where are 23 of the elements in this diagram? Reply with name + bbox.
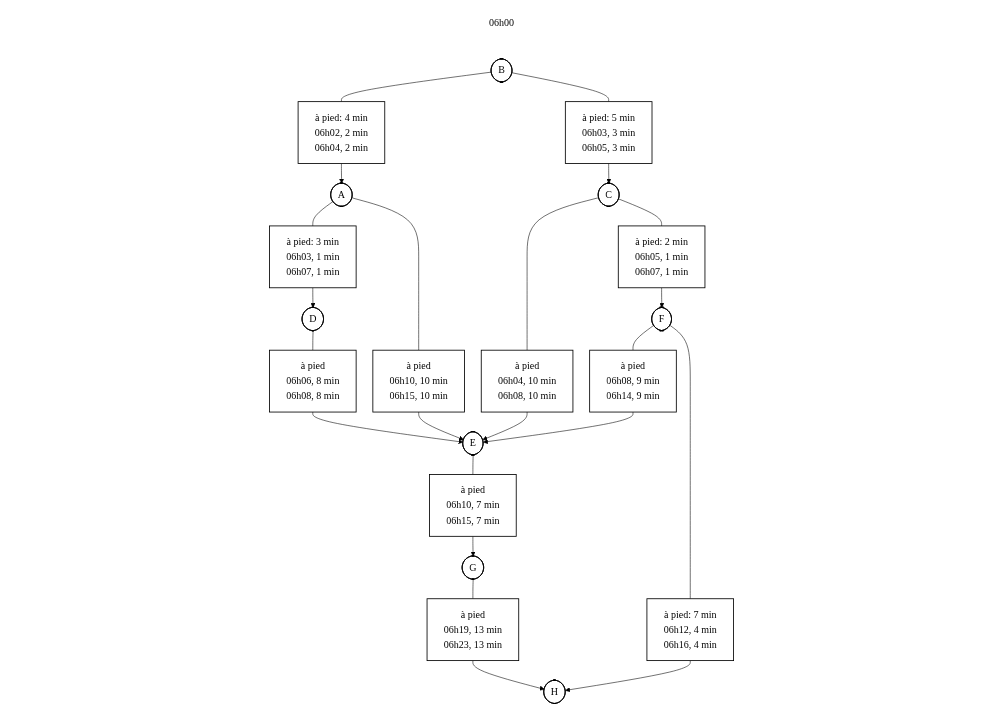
connector bbox=[351, 197, 419, 351]
node-box: à pied 06h08, 9 min 06h14, 9 min bbox=[589, 349, 677, 413]
connector bbox=[632, 325, 654, 351]
node-box: à pied: 7 min 06h12, 4 min 06h16, 4 min bbox=[646, 598, 734, 662]
connector bbox=[312, 330, 314, 351]
node-box: à pied: 2 min 06h05, 1 min 06h07, 1 min bbox=[617, 225, 706, 289]
connector bbox=[526, 197, 600, 351]
node-box: à pied 06h19, 13 min 06h23, 13 min bbox=[426, 598, 520, 662]
connector bbox=[669, 325, 691, 600]
connector bbox=[341, 71, 492, 102]
node-box: à pied 06h10, 7 min 06h15, 7 min bbox=[429, 474, 517, 537]
connector bbox=[472, 454, 474, 475]
node-box: à pied 06h10, 10 min 06h15, 10 min bbox=[372, 349, 465, 413]
connector bbox=[511, 72, 609, 102]
node-box: à pied: 5 min 06h03, 3 min 06h05, 3 min bbox=[564, 101, 653, 164]
connector bbox=[472, 579, 474, 600]
connector bbox=[618, 198, 662, 227]
connector bbox=[312, 201, 334, 227]
node-label: 06h00 bbox=[488, 17, 515, 29]
node-box: à pied 06h04, 10 min 06h08, 10 min bbox=[480, 349, 574, 413]
node-box: à pied 06h06, 8 min 06h08, 8 min bbox=[269, 349, 357, 413]
node-box: à pied: 4 min 06h02, 2 min 06h04, 2 min bbox=[297, 101, 386, 164]
node-box: à pied: 3 min 06h03, 1 min 06h07, 1 min bbox=[269, 225, 357, 289]
